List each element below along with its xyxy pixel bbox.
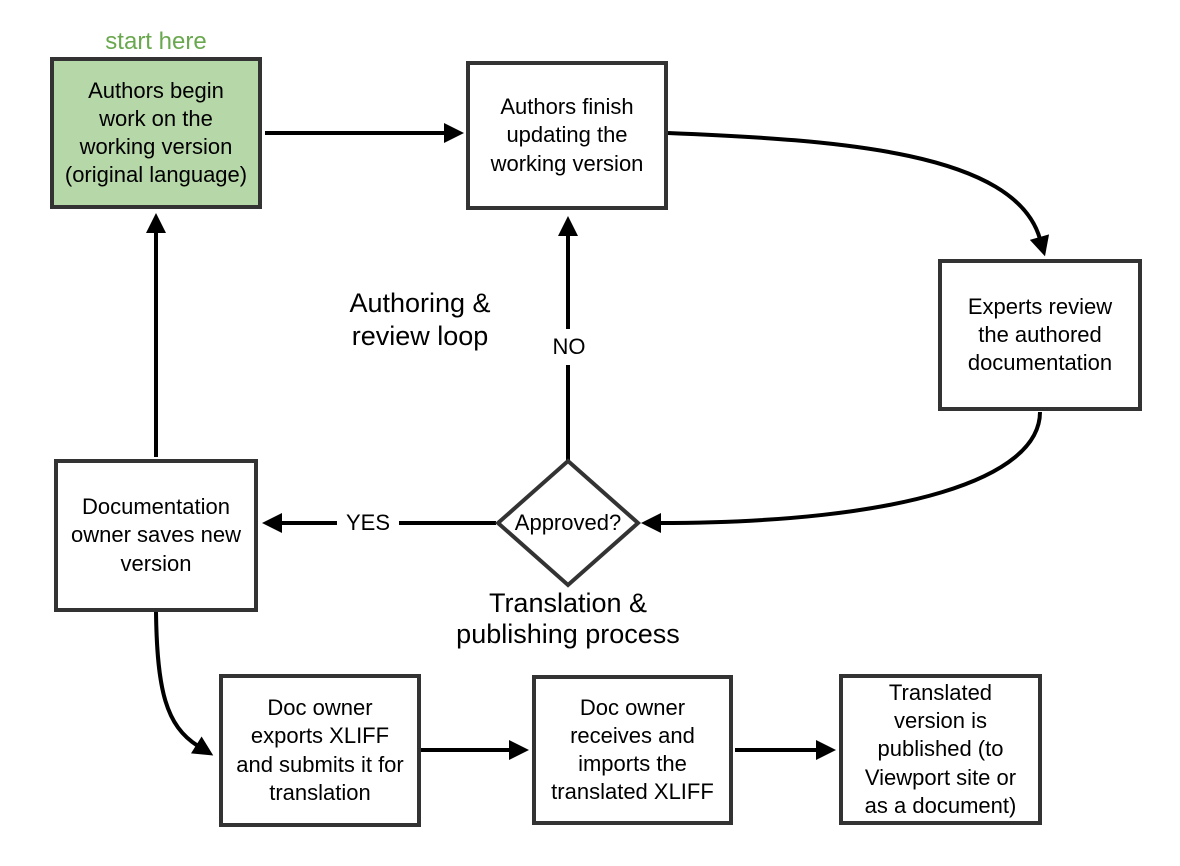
translation-process-label: Translation & publishing process <box>456 588 680 649</box>
node-export-xliff: Doc owner exports XLIFF and submits it f… <box>219 674 421 827</box>
node-import-xliff: Doc owner receives and imports the trans… <box>532 675 733 825</box>
arrow-owner-to-export <box>154 611 214 756</box>
decision-approved-label: Approved? <box>514 510 622 535</box>
node-authors-finish: Authors finish updating the working vers… <box>466 61 668 210</box>
arrow-experts-to-decision <box>641 411 1042 533</box>
authoring-loop-label: Authoring & review loop <box>349 288 491 351</box>
edge-label-yes: YES <box>336 509 400 537</box>
node-authors-begin: Authors begin work on the working versio… <box>50 57 262 209</box>
node-experts-review: Experts review the authored documentatio… <box>938 259 1142 411</box>
decision-diamond <box>494 458 642 588</box>
arrow-finish-to-experts <box>667 131 1050 257</box>
edge-label-no: NO <box>549 329 589 365</box>
start-here-label: start here <box>105 28 207 55</box>
node-published: Translated version is published (to View… <box>839 674 1042 825</box>
node-owner-saves: Documentation owner saves new version <box>54 459 258 612</box>
